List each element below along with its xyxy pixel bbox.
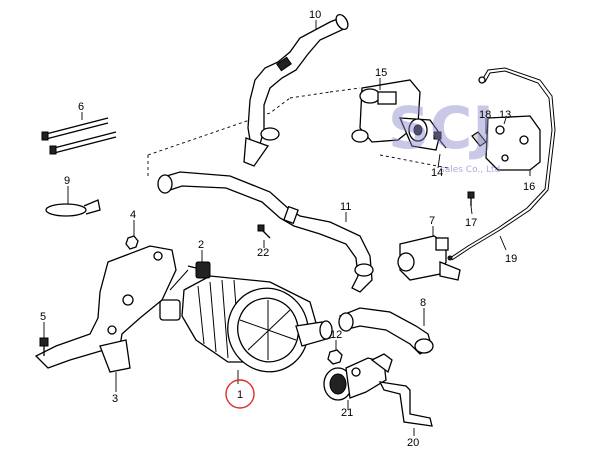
callout-14: 14 (431, 167, 443, 179)
hose-clamp-9 (45, 199, 101, 217)
callout-numbers: 10 15 18 13 14 16 17 7 19 11 8 12 21 20 … (40, 9, 535, 449)
bracket-plate (485, 115, 541, 171)
callout-3: 3 (112, 393, 118, 405)
callout-5: 5 (40, 311, 46, 323)
callout-15: 15 (375, 67, 387, 79)
bracket-20 (378, 381, 433, 427)
callout-17: 17 (465, 217, 477, 229)
hose-long (157, 171, 374, 293)
callout-22: 22 (257, 247, 269, 259)
callout-19: 19 (505, 253, 517, 265)
callout-7: 7 (429, 215, 435, 227)
nut-12 (327, 349, 343, 365)
bolt-17 (467, 191, 475, 206)
callout-21: 21 (341, 407, 353, 419)
callout-16: 16 (523, 181, 535, 193)
check-valve-21 (323, 353, 393, 401)
callout-20: 20 (407, 437, 419, 449)
mounting-bracket-3 (34, 245, 177, 373)
hose-short (338, 307, 434, 355)
callout-11: 11 (340, 201, 351, 213)
highlight-circle-part-1 (225, 379, 255, 409)
callout-10: 10 (309, 9, 321, 21)
bolts-upper-right (433, 131, 487, 149)
vacuum-line (449, 67, 556, 261)
solenoid-valve (397, 235, 461, 281)
leader-lines (43, 20, 531, 436)
hose-upper (243, 13, 349, 167)
electrical-connector-2 (169, 261, 211, 291)
callout-4: 4 (130, 209, 136, 221)
cable-ties-6 (41, 117, 117, 155)
callout-1: 1 (237, 389, 243, 401)
nut-4 (125, 235, 139, 250)
callout-18: 18 (479, 109, 491, 121)
callout-8: 8 (420, 297, 426, 309)
bolt-22 (257, 224, 271, 239)
watermark-text: SCJ (388, 94, 494, 162)
callout-6: 6 (78, 101, 84, 113)
callout-2: 2 (198, 239, 204, 251)
watermark-subtitle: sales Co., Ltd (440, 165, 500, 175)
combination-valve (351, 79, 441, 151)
callout-12: 12 (330, 329, 342, 341)
secondary-air-pump (159, 275, 333, 373)
callout-9: 9 (64, 175, 70, 187)
watermark-logo: SCJ sales Co., Ltd (388, 94, 500, 175)
callout-13: 13 (499, 109, 511, 121)
